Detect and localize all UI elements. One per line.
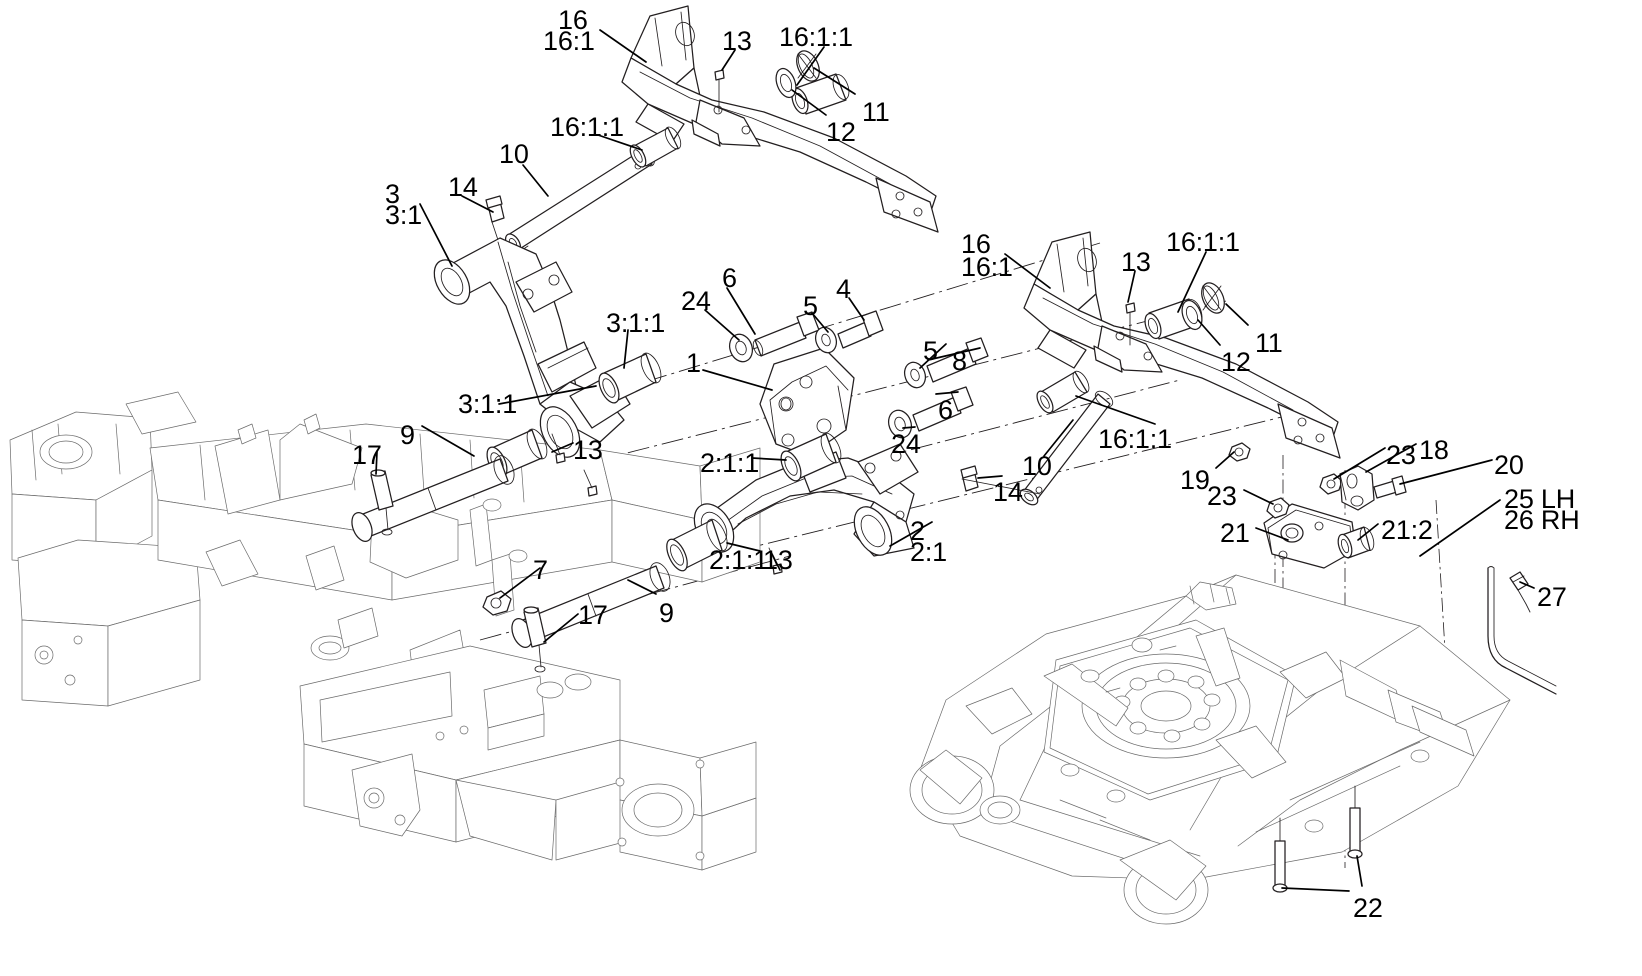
callout-20: 20 bbox=[1494, 450, 1524, 480]
washer-12-upper bbox=[775, 67, 797, 99]
center-plate-1 bbox=[759, 347, 855, 457]
callout-2-1: 2:1 bbox=[910, 537, 947, 567]
bolt-27 bbox=[1509, 571, 1531, 613]
bracket-21 bbox=[1263, 503, 1357, 569]
callout-19: 19 bbox=[1180, 465, 1210, 495]
callout-6: 6 bbox=[938, 395, 953, 425]
washer-12-upper-right bbox=[1181, 299, 1203, 331]
callout-5: 5 bbox=[803, 291, 818, 321]
upper-right-lift-arm-16 bbox=[1023, 231, 1341, 459]
callout-13: 13 bbox=[722, 26, 752, 56]
callout-16: 16 bbox=[558, 5, 588, 35]
callout-11: 11 bbox=[862, 97, 890, 127]
bolt-4 bbox=[837, 310, 884, 349]
washer-5-upper bbox=[814, 326, 838, 354]
callout-17: 17 bbox=[578, 600, 608, 630]
mower-deck-assembly bbox=[909, 574, 1511, 925]
callout-2-1-1: 2:1:1 bbox=[700, 448, 760, 478]
callout-2-1-1: 2:1:1 bbox=[709, 545, 769, 575]
callout-21-2: 21:2 bbox=[1381, 515, 1433, 545]
bolt-6-lower bbox=[912, 386, 974, 432]
callout-3: 3 bbox=[385, 179, 400, 209]
nut-23-upper bbox=[1319, 473, 1343, 495]
part-18 bbox=[1339, 465, 1375, 511]
roll-pin-17-upper bbox=[370, 469, 394, 536]
bushing-16-1-1-upper bbox=[791, 73, 850, 115]
bolt-13-center bbox=[583, 469, 598, 497]
retaining-clip-11-upper-right bbox=[1201, 282, 1225, 314]
callout-10: 10 bbox=[499, 139, 529, 169]
bushing-16-1-1-rod-upper bbox=[629, 126, 682, 168]
bushing-16-1-1-rod-lower bbox=[1036, 370, 1090, 414]
callout-9: 9 bbox=[400, 420, 415, 450]
callout-2: 2 bbox=[910, 516, 925, 546]
cotter-pin-14-upper bbox=[485, 195, 505, 241]
callout-26-rh: 26 RH bbox=[1504, 505, 1580, 535]
bolt-22-right bbox=[1347, 785, 1363, 859]
callout-6: 6 bbox=[722, 263, 737, 293]
callout-13: 13 bbox=[573, 435, 603, 465]
callout-9: 9 bbox=[659, 598, 674, 628]
bolt-13-upper-right bbox=[1125, 302, 1136, 346]
callout-18: 18 bbox=[1419, 435, 1449, 465]
nut-7-left bbox=[482, 590, 512, 616]
bushing-2-1-1-lower bbox=[666, 518, 728, 572]
callout-22: 22 bbox=[1353, 893, 1383, 923]
callout-3-1: 3:1 bbox=[385, 200, 422, 230]
callout-16-1-1: 16:1:1 bbox=[550, 112, 624, 142]
callout-14: 14 bbox=[448, 172, 478, 202]
bolt-8 bbox=[926, 337, 989, 383]
rod-9-upper bbox=[351, 455, 515, 542]
nut-19 bbox=[1228, 442, 1251, 462]
bent-rod-25-26 bbox=[1487, 566, 1557, 695]
callout-3-1-1: 3:1:1 bbox=[458, 389, 518, 419]
leader-lines bbox=[375, 29, 1535, 892]
callout-1: 1 bbox=[686, 348, 701, 378]
callout-24: 24 bbox=[891, 429, 921, 459]
callout-23: 23 bbox=[1386, 440, 1416, 470]
callout-16: 16 bbox=[961, 229, 991, 259]
roll-pin-17-lower bbox=[523, 606, 547, 673]
rod-10-lower bbox=[1019, 390, 1114, 506]
callout-23: 23 bbox=[1207, 481, 1237, 511]
callout-5: 5 bbox=[923, 336, 938, 366]
callout-10: 10 bbox=[1022, 451, 1052, 481]
callout-25-lh: 25 LH bbox=[1504, 484, 1576, 514]
washer-24-lower bbox=[887, 409, 913, 439]
chassis-frame bbox=[9, 391, 761, 871]
cotter-pin-14-lower bbox=[960, 465, 1041, 495]
callout-16-1-1: 16:1:1 bbox=[779, 22, 853, 52]
bolt-13-left-arm bbox=[551, 433, 566, 464]
bolt-6-upper bbox=[752, 311, 820, 357]
bushing-2-1-1-upper bbox=[780, 432, 842, 482]
callout-17: 17 bbox=[352, 440, 382, 470]
callout-13: 13 bbox=[1121, 247, 1151, 277]
callout-16-1: 16:1 bbox=[961, 252, 1013, 282]
callout-16-1: 16:1 bbox=[543, 26, 595, 56]
left-lift-arm-3 bbox=[433, 237, 631, 458]
callout-16-1-1: 16:1:1 bbox=[1098, 424, 1172, 454]
bushing-21-2 bbox=[1337, 526, 1375, 559]
callout-27: 27 bbox=[1537, 582, 1567, 612]
callout-4: 4 bbox=[836, 274, 851, 304]
callout-3-1-1: 3:1:1 bbox=[606, 308, 666, 338]
callout-12: 12 bbox=[826, 117, 856, 147]
callout-13: 13 bbox=[763, 545, 793, 575]
callout-21: 21 bbox=[1220, 518, 1250, 548]
callout-12: 12 bbox=[1221, 347, 1251, 377]
callout-11: 11 bbox=[1255, 328, 1283, 358]
bolt-20 bbox=[1373, 475, 1407, 499]
washer-24-upper bbox=[728, 333, 754, 363]
callout-16-1-1: 16:1:1 bbox=[1166, 227, 1240, 257]
callout-24: 24 bbox=[681, 286, 711, 316]
callout-7: 7 bbox=[533, 555, 548, 585]
callout-14: 14 bbox=[993, 477, 1023, 507]
rod-9-lower bbox=[511, 562, 671, 648]
callout-8: 8 bbox=[952, 346, 967, 376]
bushing-3-1-1-upper bbox=[598, 352, 662, 404]
bolt-13-upper bbox=[714, 69, 725, 113]
upper-left-lift-arm-16 bbox=[621, 5, 939, 233]
